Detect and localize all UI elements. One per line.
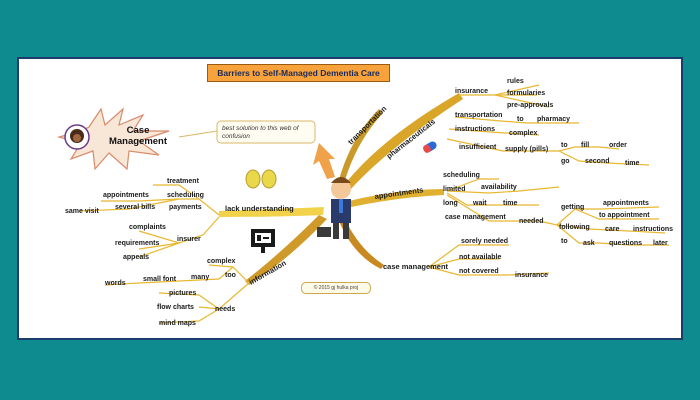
leaf-availability: availability [481, 184, 517, 191]
copyright-badge: © 2015 gj hulka proj [301, 282, 371, 294]
mind-map-canvas: transportation pharmaceuticals appointme… [56, 78, 673, 327]
leaf-later: later [653, 240, 668, 247]
leaf-to-fill: to [561, 142, 568, 149]
branch-transportation [337, 109, 383, 187]
callout-box [216, 120, 316, 144]
leaf-formularies: formularies [507, 90, 545, 97]
leaf-appointments-lu: appointments [103, 192, 149, 199]
leaf-instructions-care: instructions [633, 226, 673, 233]
leaf-fill: fill [581, 142, 589, 149]
leaf-supply: supply (pills) [505, 146, 548, 153]
leaf-second: second [585, 158, 610, 165]
leaf-pre-approvals: pre-approvals [507, 102, 553, 109]
leaf-care: care [605, 226, 620, 233]
leaf-same-visit: same visit [65, 208, 100, 215]
branch-information [245, 215, 327, 285]
mind-map-frame: Barriers to Self-Managed Dementia Care [17, 57, 683, 340]
leaf-order: order [609, 142, 627, 149]
confused-man-icon [317, 177, 351, 239]
leaf-needed: needed [519, 218, 544, 225]
leaf-insurer: insurer [177, 236, 201, 243]
leaf-to-ask: to [561, 238, 568, 245]
leaf-following: following [559, 224, 590, 231]
map-title: Barriers to Self-Managed Dementia Care [207, 64, 390, 82]
leaf-scheduling-lu: scheduling [167, 192, 204, 199]
leaf-complex: complex [509, 130, 538, 137]
leaf-questions: questions [609, 240, 642, 247]
leaf-mind-maps: mind maps [159, 320, 196, 327]
leaf-long: long [443, 200, 458, 207]
leaf-insurance-cm: insurance [515, 272, 548, 279]
label-transportation: transportation [346, 104, 389, 147]
leaf-wait-time: time [503, 200, 518, 207]
leaf-wait: wait [472, 200, 487, 207]
leaf-payments: payments [169, 204, 202, 211]
leaf-time: time [625, 160, 640, 167]
leaf-rules: rules [507, 78, 524, 85]
leaf-go: go [561, 158, 570, 165]
leaf-case-management: case management [445, 214, 506, 221]
leaf-ask: ask [583, 240, 595, 247]
pill-icon [423, 141, 437, 153]
leaf-appeals: appeals [123, 254, 149, 261]
branch-appointments [349, 189, 444, 207]
branch-pharmaceuticals [341, 93, 463, 191]
arrow-to-callout [313, 143, 335, 179]
leaf-too: too [225, 272, 236, 279]
leaf-to: to [517, 116, 524, 123]
sub-branches [78, 84, 669, 324]
label-information: information [248, 258, 289, 287]
brain-icon [245, 169, 277, 189]
presentation-icon [251, 229, 275, 253]
leaf-needs: needs [215, 306, 235, 313]
branch-casemgmt [339, 219, 384, 269]
leaf-sorely-needed: sorely needed [461, 238, 508, 245]
leaf-transportation: transportation [455, 112, 502, 119]
leaf-complaints: complaints [129, 224, 166, 231]
leaf-to-appointment: to appointment [599, 212, 650, 219]
case-management-label: Case Management [108, 125, 168, 147]
leaf-requirements: requirements [115, 240, 159, 247]
leaf-treatment: treatment [167, 178, 200, 185]
callout-text: best solution to this web of confusion [222, 125, 299, 140]
leaf-insurance: insurance [455, 88, 488, 95]
leaf-words: words [104, 280, 126, 287]
leaf-limited: limited [443, 186, 466, 193]
leaf-getting: getting [561, 204, 584, 211]
leaf-many: many [191, 274, 209, 281]
leaf-pharmacy: pharmacy [537, 116, 570, 123]
leaf-several-bills: several bills [115, 204, 155, 211]
leaf-not-available: not available [459, 254, 502, 261]
leaf-appointments: appointments [603, 200, 649, 207]
leaf-complex-info: complex [207, 258, 236, 265]
leaf-scheduling: scheduling [443, 172, 480, 179]
label-lack-understanding: lack understanding [225, 204, 294, 213]
branch-lack [219, 207, 324, 217]
leaf-not-covered: not covered [459, 268, 499, 275]
leaf-pictures: pictures [169, 290, 196, 297]
label-case-management: case management [383, 262, 449, 271]
leaf-flow-charts: flow charts [157, 304, 194, 311]
leaf-small-font: small font [143, 276, 177, 283]
leaf-instructions: instructions [455, 126, 495, 133]
leaf-insufficient: insufficient [459, 144, 497, 151]
